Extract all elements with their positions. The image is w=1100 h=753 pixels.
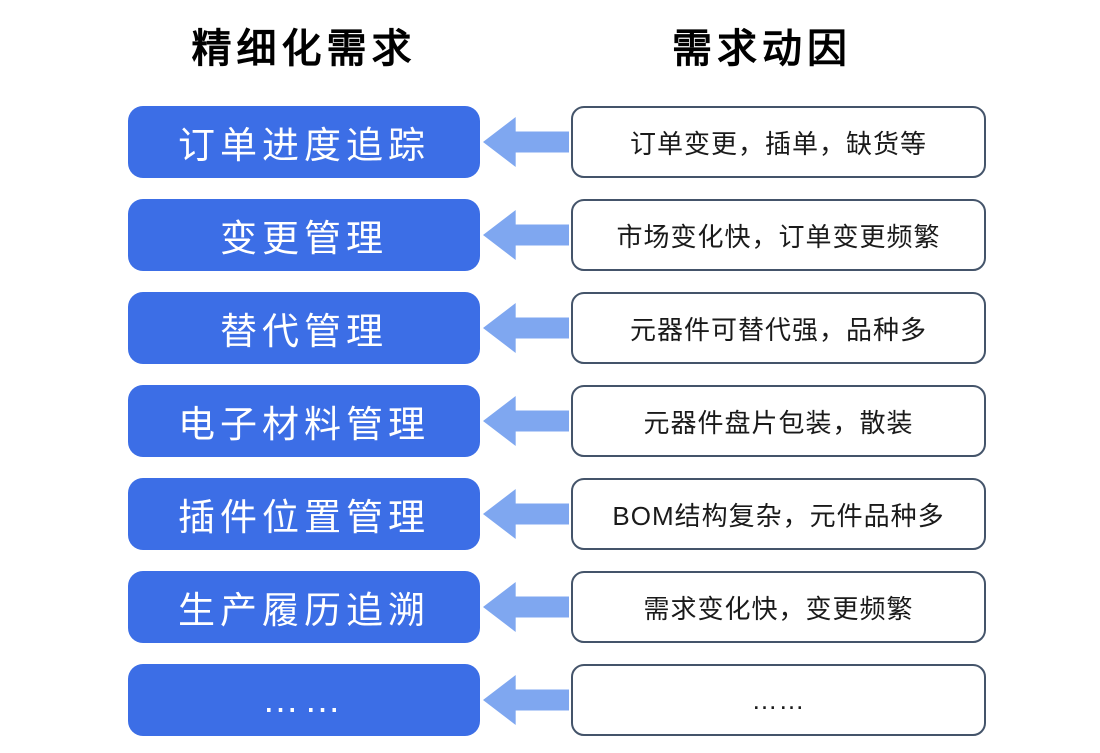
driver-box: ……: [571, 664, 986, 736]
requirement-box: 订单进度追踪: [128, 106, 480, 178]
left-arrow-icon: [483, 582, 569, 632]
requirement-label: ……: [262, 679, 346, 720]
left-arrow-icon: [483, 675, 569, 725]
requirement-label: 替代管理: [220, 311, 388, 352]
left-arrow-icon: [483, 303, 569, 353]
driver-box: 需求变化快，变更频繁: [571, 571, 986, 643]
driver-box: 订单变更，插单，缺货等: [571, 106, 986, 178]
requirement-box: ……: [128, 664, 480, 736]
left-arrow-icon: [483, 210, 569, 260]
diagram-row: 生产履历追溯 需求变化快，变更频繁: [128, 571, 986, 643]
driver-label: 元器件盘片包装，散装: [643, 407, 914, 438]
column-header-refined-requirements: 精细化需求: [191, 27, 417, 71]
driver-label: ……: [751, 684, 806, 715]
diagram-row: 变更管理 市场变化快，订单变更频繁: [128, 199, 986, 271]
requirement-box: 插件位置管理: [128, 478, 480, 550]
left-arrow-icon: [483, 117, 569, 167]
left-arrow-icon: [483, 396, 569, 446]
driver-label: 订单变更，插单，缺货等: [629, 128, 927, 159]
requirement-box: 生产履历追溯: [128, 571, 480, 643]
column-header-demand-drivers: 需求动因: [672, 27, 852, 71]
diagram-row: …… ……: [128, 664, 986, 736]
requirement-label: 订单进度追踪: [178, 125, 430, 166]
driver-label: 需求变化快，变更频繁: [643, 593, 914, 624]
driver-label: BOM结构复杂，元件品种多: [612, 500, 945, 531]
requirement-label: 电子材料管理: [178, 404, 430, 445]
requirement-label: 插件位置管理: [178, 497, 430, 538]
driver-box: 元器件可替代强，品种多: [571, 292, 986, 364]
driver-label: 市场变化快，订单变更频繁: [616, 221, 941, 252]
driver-label: 元器件可替代强，品种多: [629, 314, 927, 345]
driver-box: BOM结构复杂，元件品种多: [571, 478, 986, 550]
diagram-row: 订单进度追踪 订单变更，插单，缺货等: [128, 106, 986, 178]
requirement-box: 替代管理: [128, 292, 480, 364]
driver-box: 元器件盘片包装，散装: [571, 385, 986, 457]
diagram-row: 插件位置管理 BOM结构复杂，元件品种多: [128, 478, 986, 550]
left-arrow-icon: [483, 489, 569, 539]
diagram-row: 替代管理 元器件可替代强，品种多: [128, 292, 986, 364]
driver-box: 市场变化快，订单变更频繁: [571, 199, 986, 271]
requirement-label: 变更管理: [220, 218, 388, 259]
requirement-box: 电子材料管理: [128, 385, 480, 457]
diagram-row: 电子材料管理 元器件盘片包装，散装: [128, 385, 986, 457]
requirement-box: 变更管理: [128, 199, 480, 271]
requirement-label: 生产履历追溯: [178, 590, 430, 631]
